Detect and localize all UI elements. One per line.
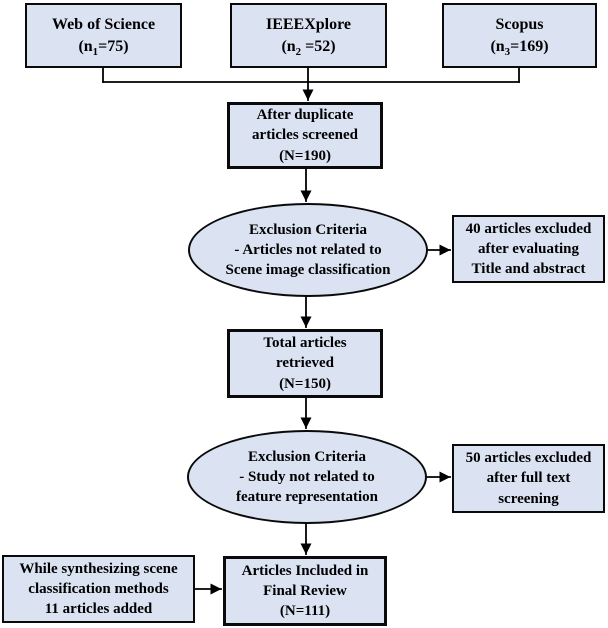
text-line: after full text [486,470,571,487]
count-subscript: 2 [295,45,302,58]
count-subscript: 1 [92,45,99,58]
text-line: Articles Included in [241,562,369,579]
source-box-scopus: Scopus (n3=169) [442,3,597,68]
source-count: (n1=75) [78,36,129,58]
count-rest: =52) [301,37,336,55]
text-line: (N=150) [279,375,331,392]
source-name: Scopus [495,16,544,34]
text-line: after evaluating [478,240,579,257]
exclusion-criteria-1-ellipse: Exclusion Criteria - Articles not relate… [188,203,428,297]
count-prefix: (n [78,37,93,55]
exclusion-criteria-2-ellipse: Exclusion Criteria - Study not related t… [187,430,427,524]
text-line: 11 articles added [44,601,153,618]
text-line: screening [498,490,559,507]
text-line: Exclusion Criteria [249,221,367,238]
count-rest: =75) [98,37,129,55]
text-line: - Study not related to [239,468,375,485]
text-line: 40 articles excluded [465,220,592,237]
text-line: Final Review [263,582,347,599]
source-count: (n3=169) [490,36,549,58]
source-name: IEEEXplore [265,16,352,34]
count-subscript: 3 [504,45,511,58]
screened-box: After duplicate articles screened (N=190… [227,102,383,169]
source-count: (n2 =52) [281,36,336,58]
text-line: Title and abstract [471,261,586,278]
text-line: (N=111) [279,603,331,620]
connector-lines [102,67,520,595]
source-box-ieeexplore: IEEEXplore (n2 =52) [230,3,387,68]
text-line: Scene image classification [225,262,391,279]
text-line: retrieved [275,355,335,372]
text-line: articles screened [252,127,358,144]
text-line: - Articles not related to [234,241,382,258]
text-line: Exclusion Criteria [248,448,366,465]
excluded-full-text-box: 50 articles excluded after full text scr… [452,444,605,513]
count-rest: =169) [510,37,549,55]
count-prefix: (n [281,37,296,55]
source-box-web-of-science: Web of Science (n1=75) [25,3,182,68]
text-line: While synthesizing scene [19,560,178,577]
text-line: Total articles [263,335,347,352]
count-prefix: (n [490,37,505,55]
text-line: After duplicate [256,107,354,124]
retrieved-box: Total articles retrieved (N=150) [227,329,383,398]
articles-added-box: While synthesizing scene classification … [2,555,195,623]
source-name: Web of Science [51,16,156,34]
text-line: (N=190) [279,147,331,164]
final-review-box: Articles Included in Final Review (N=111… [223,556,387,626]
excluded-title-abstract-box: 40 articles excluded after evaluating Ti… [452,215,605,283]
text-line: 50 articles excluded [465,450,592,467]
text-line: classification methods [28,580,169,597]
text-line: feature representation [235,489,379,506]
